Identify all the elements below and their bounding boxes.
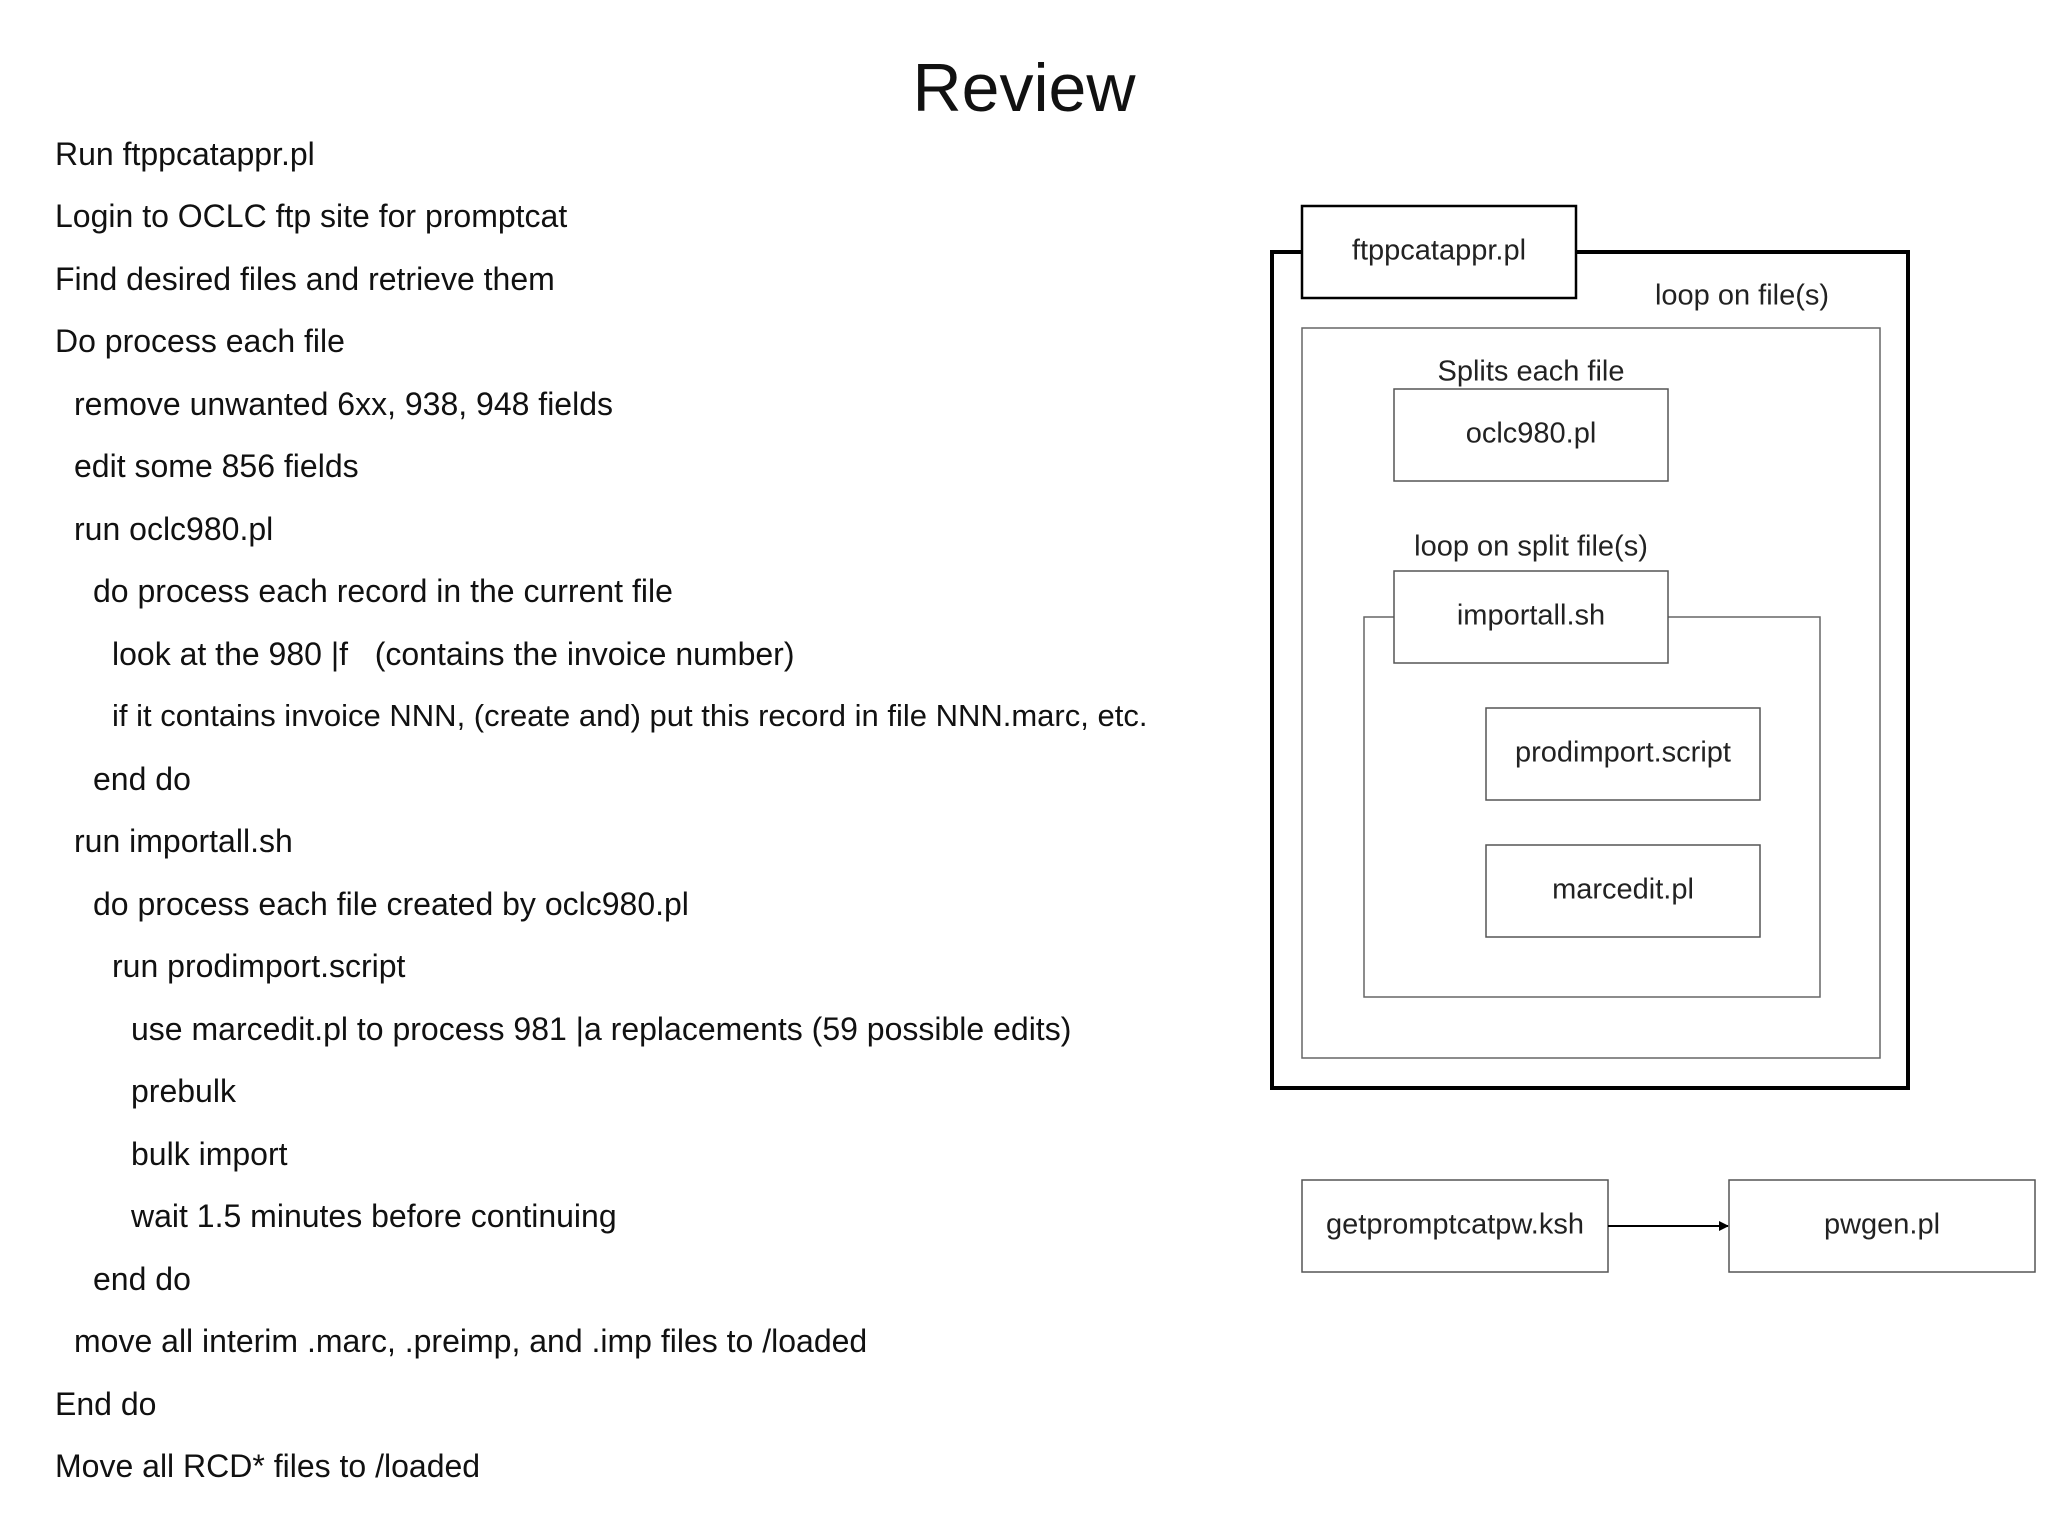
- outline-line: Do process each file: [55, 323, 345, 359]
- outline-line: end do: [93, 1261, 191, 1297]
- oclc980-box: [1393, 388, 1669, 482]
- outline-line: do process each file created by oclc980.…: [93, 886, 689, 922]
- ftppcatappr-container: [1270, 250, 1910, 1090]
- outline-line: look at the 980 |f (contains the invoice…: [112, 636, 795, 672]
- outline-line: Run ftppcatappr.pl: [55, 136, 315, 172]
- oclc980-label: oclc980.pl: [1466, 418, 1597, 450]
- prodimport-label: prodimport.script: [1515, 737, 1731, 769]
- outline-line: run prodimport.script: [112, 948, 406, 984]
- outline-line: end do: [93, 761, 191, 797]
- outline-line: move all interim .marc, .preimp, and .im…: [74, 1323, 868, 1359]
- loop-split-label: loop on split file(s): [1414, 531, 1648, 563]
- importall-container: [1363, 616, 1821, 998]
- ftppcatappr-label: ftppcatappr.pl: [1352, 235, 1526, 267]
- outline-line: run oclc980.pl: [74, 511, 274, 547]
- page-title: Review: [912, 50, 1136, 126]
- outline-line: do process each record in the current fi…: [93, 573, 673, 609]
- outline-line: run importall.sh: [74, 823, 293, 859]
- pwgen-label: pwgen.pl: [1824, 1209, 1940, 1241]
- getpromptcatpw-box: [1301, 1179, 1609, 1273]
- importall-label: importall.sh: [1457, 600, 1605, 632]
- splits-label: Splits each file: [1438, 356, 1625, 388]
- importall-box: [1393, 570, 1669, 664]
- loop-files-label: loop on file(s): [1655, 280, 1829, 312]
- outline-line: if it contains invoice NNN, (create and)…: [112, 698, 1148, 733]
- outline-line: prebulk: [131, 1073, 236, 1109]
- outline-line: wait 1.5 minutes before continuing: [131, 1198, 617, 1234]
- outline-line: bulk import: [131, 1136, 288, 1172]
- outline-line: edit some 856 fields: [74, 448, 359, 484]
- pwgen-box: [1728, 1179, 2036, 1273]
- outline-line: Login to OCLC ftp site for promptcat: [55, 198, 568, 234]
- marcedit-label: marcedit.pl: [1552, 874, 1694, 906]
- outline-line: End do: [55, 1386, 157, 1422]
- outline-line: use marcedit.pl to process 981 |a replac…: [131, 1011, 1072, 1047]
- prodimport-box: [1485, 707, 1761, 801]
- loop-files-box: [1301, 327, 1881, 1059]
- ftppcatappr-box: [1300, 204, 1578, 300]
- getpromptcatpw-label: getpromptcatpw.ksh: [1326, 1209, 1584, 1241]
- outline-line: remove unwanted 6xx, 938, 948 fields: [74, 386, 613, 422]
- outline-line: Move all RCD* files to /loaded: [55, 1448, 481, 1484]
- outline-line: Find desired files and retrieve them: [55, 261, 555, 297]
- marcedit-box: [1485, 844, 1761, 938]
